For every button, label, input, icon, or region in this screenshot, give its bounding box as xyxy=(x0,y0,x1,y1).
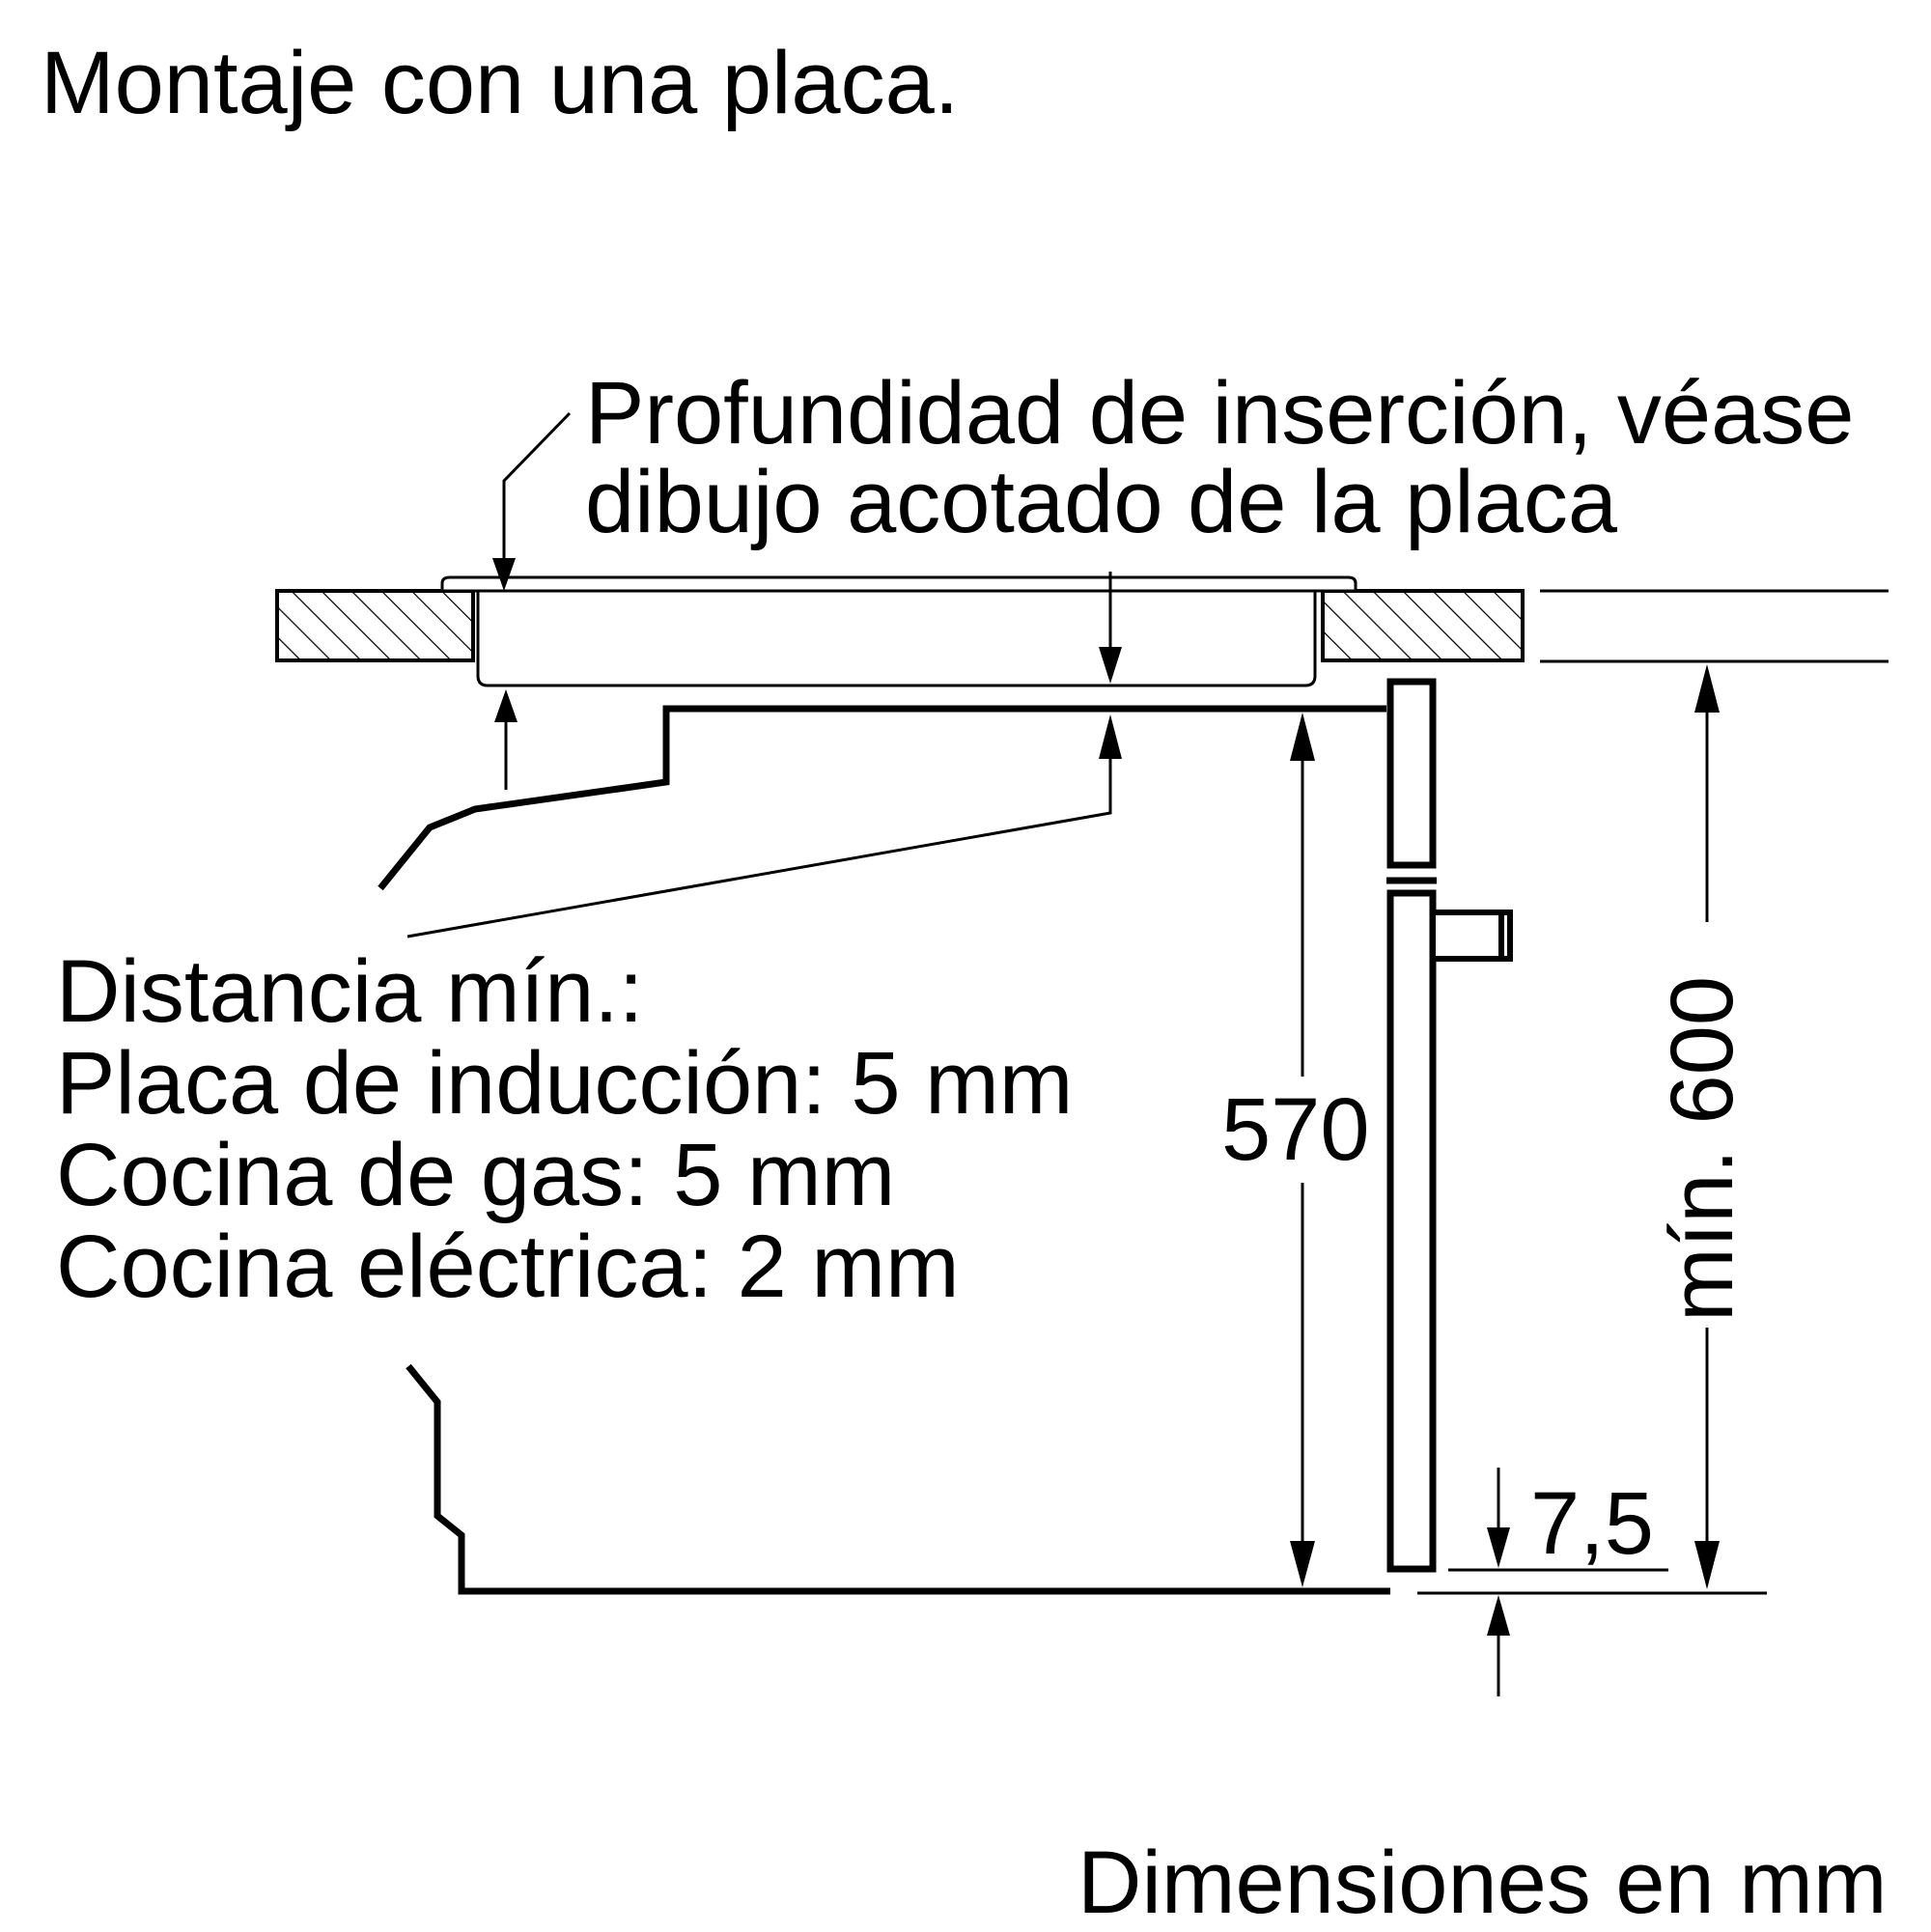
countertop-left xyxy=(275,589,475,662)
hob-top-plate xyxy=(440,575,1357,593)
dim-75-arrow-up-icon xyxy=(1487,1595,1510,1636)
min-distance-heading: Distancia mín.: xyxy=(56,942,644,1041)
gap-leader-center xyxy=(406,759,1112,938)
gap-arrow-center-down-icon xyxy=(1099,647,1122,684)
countertop-right xyxy=(1321,589,1525,662)
knob-icon xyxy=(1430,910,1513,962)
dim-570-arrow-up-icon xyxy=(1290,713,1315,761)
dim-75-label: 7,5 xyxy=(1530,1474,1654,1573)
hob-body xyxy=(476,589,1317,687)
units-note: Dimensiones en mm xyxy=(1077,1834,1888,1932)
min-distance-note: Distancia mín.: Placa de inducción: 5 mm… xyxy=(56,946,1073,1313)
gap-arrow-left-icon xyxy=(494,689,518,722)
dim-75-arrow-down-icon xyxy=(1487,1527,1510,1568)
gap-arrow-center-up-icon xyxy=(1099,714,1122,759)
insertion-depth-line-2: dibujo acotado de la placa xyxy=(585,453,1618,551)
min-distance-gas: Cocina de gas: 5 mm xyxy=(56,1126,896,1224)
dim-570-label: 570 xyxy=(1221,1080,1370,1179)
insertion-depth-note: Profundidad de inserción, véase dibujo a… xyxy=(585,369,1854,546)
callout-arrow-icon xyxy=(492,558,516,591)
insertion-depth-line-1: Profundidad de inserción, véase xyxy=(585,364,1855,462)
min-distance-electric: Cocina eléctrica: 2 mm xyxy=(56,1218,960,1316)
oven-outline xyxy=(378,705,1390,1595)
dim-600-arrow-up-icon xyxy=(1694,664,1720,713)
dim-570-arrow-down-icon xyxy=(1290,1541,1315,1587)
dim-600-label: mín. 600 xyxy=(1653,976,1751,1322)
page-title: Montaje con una placa. xyxy=(41,34,960,132)
min-distance-induction: Placa de inducción: 5 mm xyxy=(56,1034,1074,1133)
dim-600-arrow-down-icon xyxy=(1694,1541,1720,1589)
oven-door xyxy=(1386,678,1437,1573)
callout-leader xyxy=(502,411,572,558)
